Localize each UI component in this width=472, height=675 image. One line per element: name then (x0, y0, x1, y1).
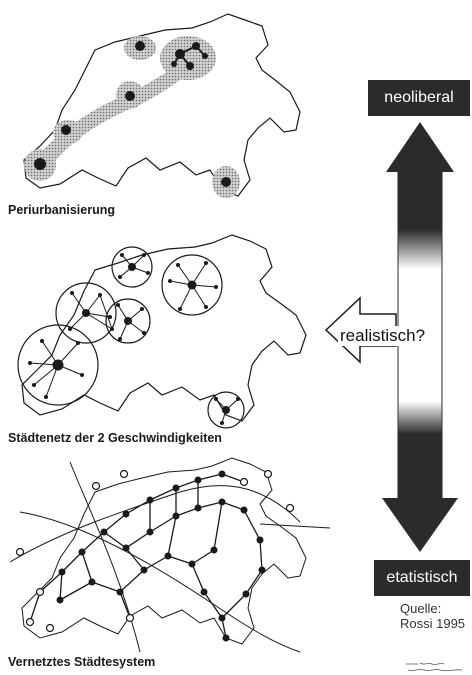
neoliberal-label: neoliberal (368, 80, 470, 116)
arrow-head-up (386, 122, 454, 172)
arrow-head-down (382, 498, 458, 552)
filled-nodes (56, 470, 266, 642)
city-catchment-circles (17, 246, 245, 429)
policy-scale-arrow (324, 122, 458, 552)
periurbanisation-map (23, 13, 301, 198)
two-speed-network-map (17, 234, 307, 429)
switzerland-outline (21, 234, 307, 422)
handwritten-signature (406, 662, 463, 672)
caption-vernetztes-staedtesystem: Vernetztes Städtesystem (8, 655, 156, 669)
etatistisch-label: etatistisch (374, 560, 470, 596)
open-nodes (15, 469, 295, 633)
caption-periurbanisierung: Periurbanisierung (8, 203, 115, 217)
periurban-corridor (36, 55, 205, 170)
source-line2: Rossi 1995 (400, 616, 466, 631)
caption-staedtenetz: Städtenetz der 2 Geschwindigkeiten (8, 431, 222, 445)
network-nodes (28, 253, 240, 425)
source-line1: Quelle: (400, 601, 442, 616)
network-edges (29, 473, 263, 639)
realistisch-question: realistisch? (338, 326, 428, 346)
networked-city-system-map (9, 457, 331, 653)
switzerland-outline (21, 457, 307, 645)
switzerland-outline (23, 13, 301, 197)
long-links (9, 461, 331, 653)
halo-zurich (160, 36, 216, 80)
